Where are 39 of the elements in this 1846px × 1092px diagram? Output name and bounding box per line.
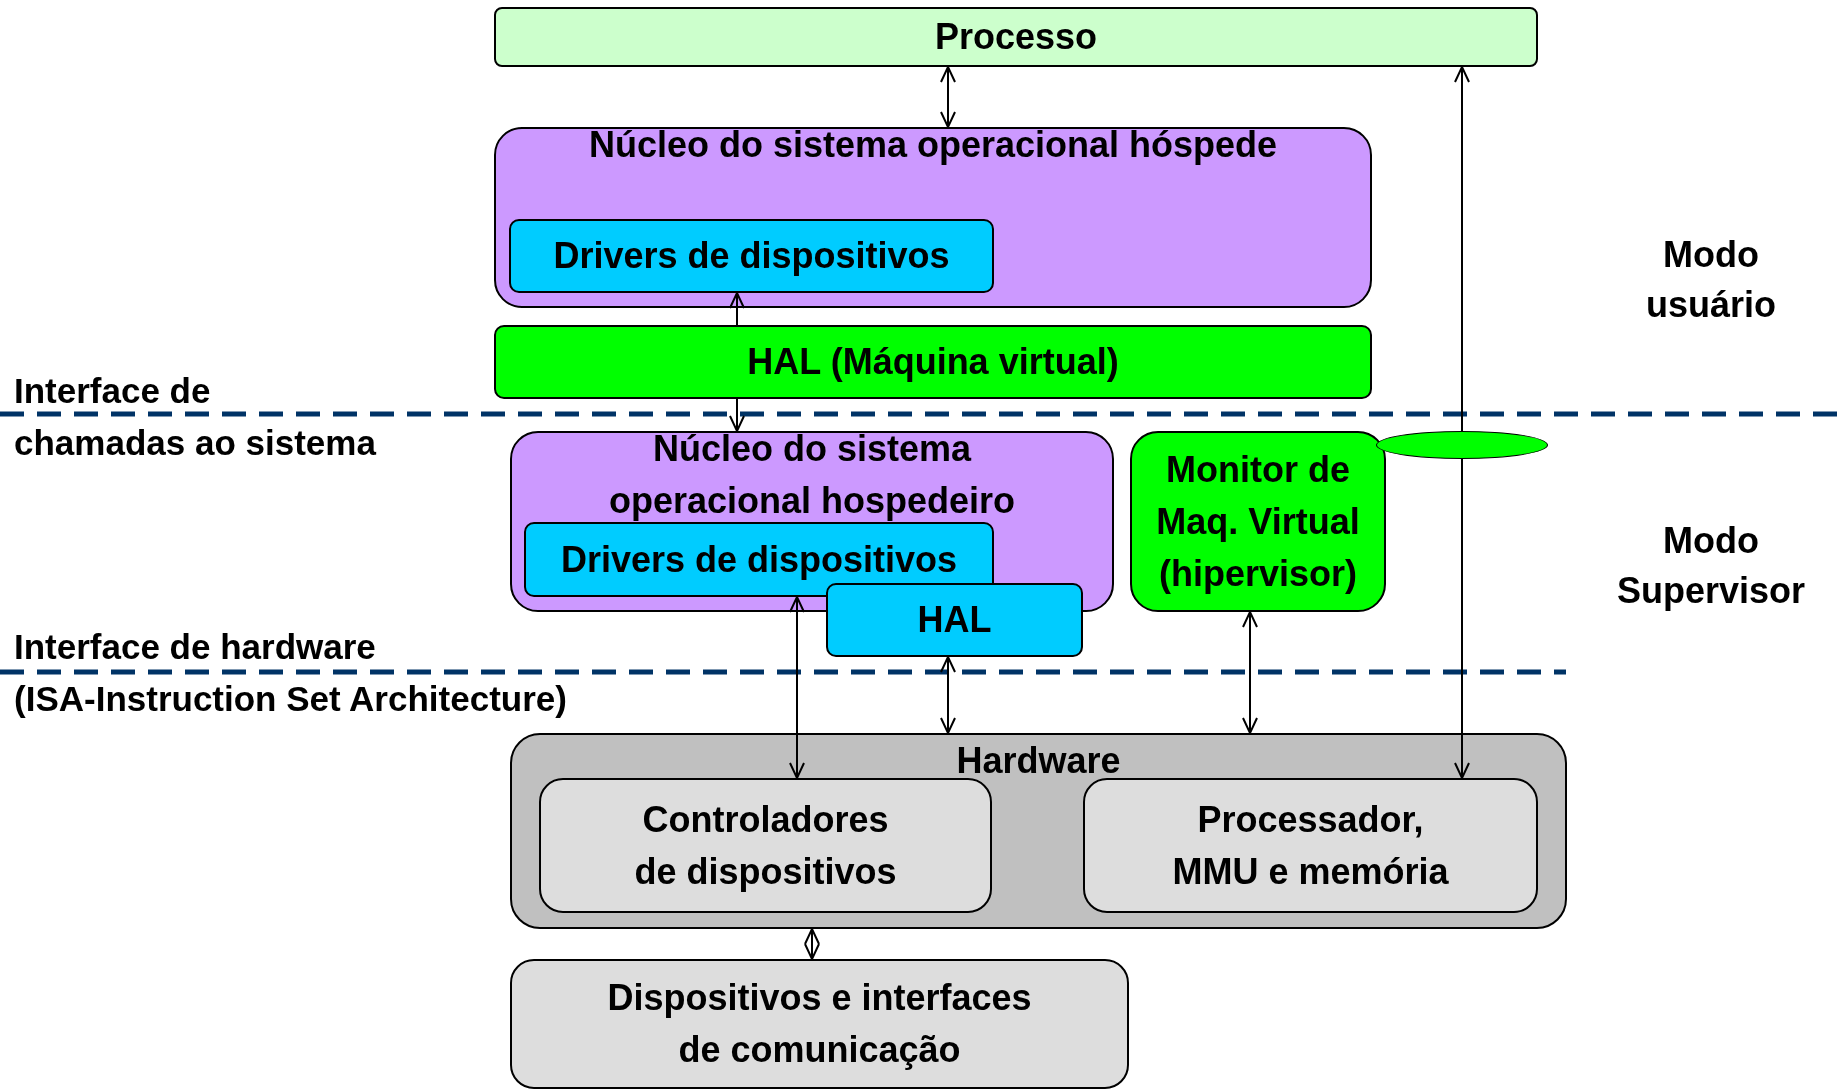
- layer-box: [826, 583, 1083, 657]
- layer-box: [494, 325, 1372, 399]
- layer-box: [509, 219, 994, 293]
- layer-label: Processo: [934, 15, 1098, 59]
- arrow: [729, 398, 745, 432]
- layer-box: [524, 522, 994, 597]
- layer-box: [1130, 431, 1386, 612]
- arrow: [804, 928, 820, 960]
- layer-box: [494, 127, 1372, 308]
- interface-label: chamadas ao sistema: [14, 423, 376, 463]
- arrow: [729, 292, 745, 326]
- interface-label: Interface de: [14, 371, 211, 411]
- layer-box: [539, 778, 992, 913]
- layer-label: Controladores de dispositivos: [633, 797, 898, 894]
- layer-label: Drivers de dispositivos: [553, 234, 950, 278]
- arrow: [940, 656, 956, 734]
- interface-label: (ISA-Instruction Set Architecture): [14, 679, 567, 719]
- layer-label: Processador, MMU e memória: [1171, 797, 1450, 894]
- layer-label: Hardware: [956, 739, 1121, 783]
- mode-label: Modo usuário: [1645, 233, 1777, 327]
- layer-box: [510, 959, 1129, 1089]
- layer-label: Núcleo do sistema operacional hóspede: [588, 123, 1278, 167]
- ellipse: [1376, 431, 1548, 459]
- arrow: [940, 66, 956, 128]
- arrow: [789, 596, 805, 779]
- layer-label: Dispositivos e interfaces de comunicação: [606, 976, 1033, 1072]
- mode-label: Modo Supervisor: [1615, 519, 1807, 613]
- layer-label: Drivers de dispositivos: [560, 537, 958, 582]
- layer-label: HAL (Máquina virtual): [747, 340, 1119, 384]
- interface-label: Interface de hardware: [14, 627, 376, 667]
- layer-label: Núcleo do sistema operacional hospedeiro: [607, 427, 1017, 523]
- arrow: [1454, 66, 1470, 432]
- layer-box: [510, 733, 1567, 929]
- layer-label: Monitor de Maq. Virtual (hipervisor): [1155, 447, 1361, 596]
- layer-box: [1083, 778, 1538, 913]
- arrow: [1454, 458, 1470, 779]
- layer-box: [494, 7, 1538, 67]
- arrow: [1242, 611, 1258, 734]
- layer-label: HAL: [917, 598, 992, 642]
